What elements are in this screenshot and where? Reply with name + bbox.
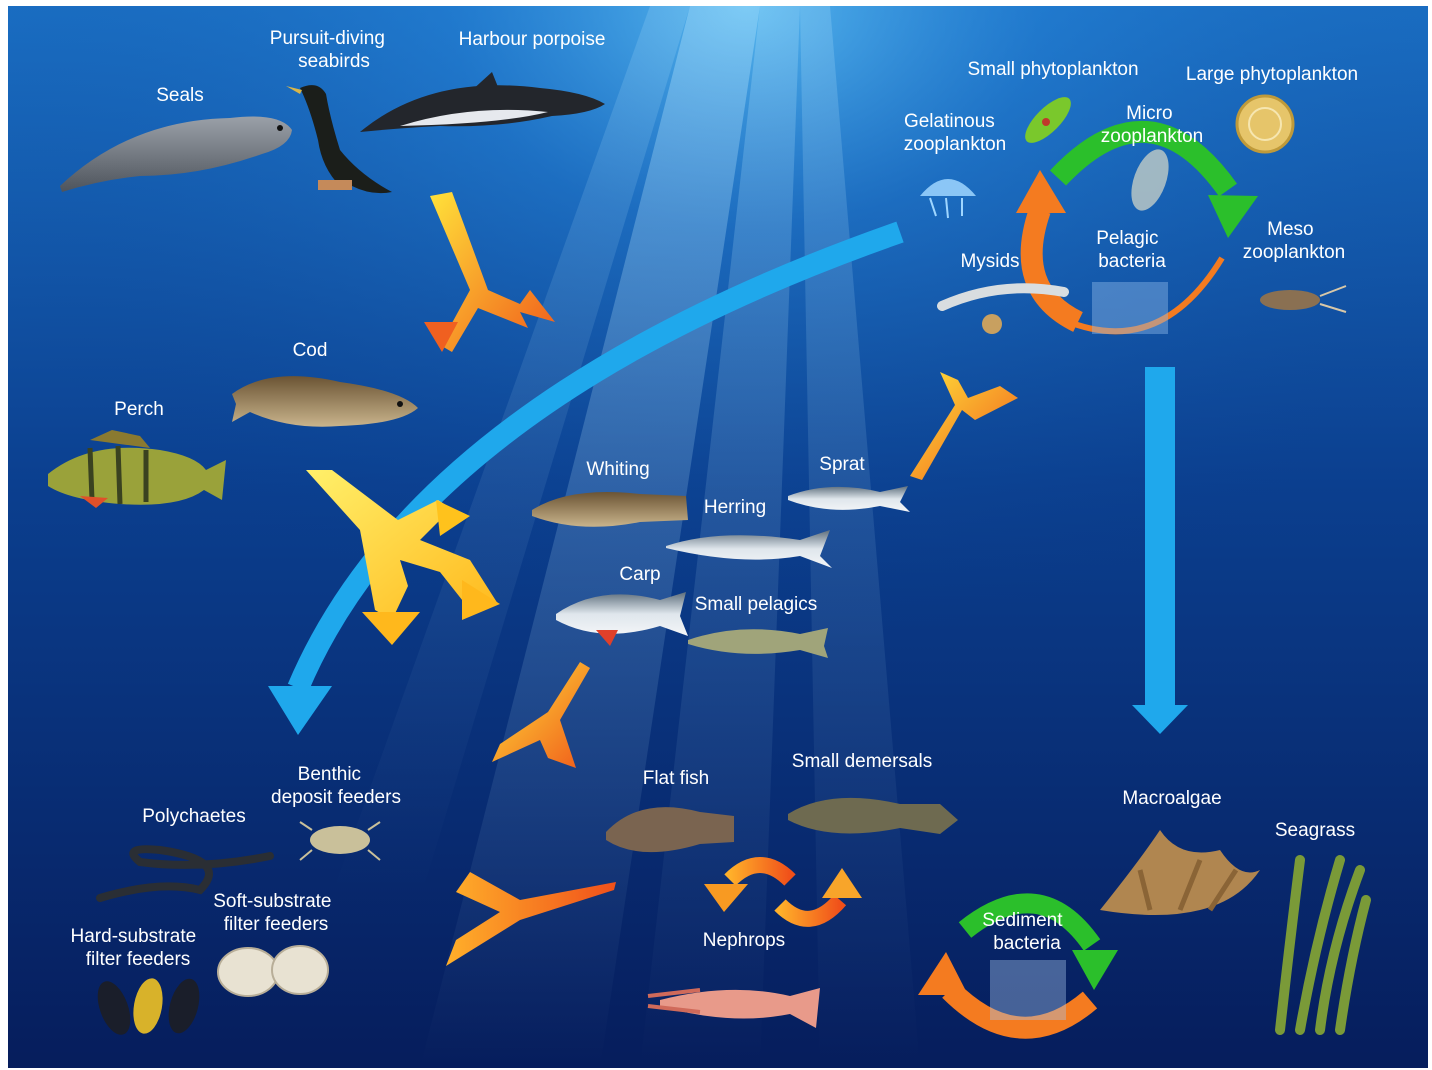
label-herring: Herring bbox=[704, 497, 766, 518]
label-seals: Seals bbox=[156, 85, 204, 106]
sediment-bacteria-illustration bbox=[990, 960, 1066, 1020]
pelagic-bacteria-illustration bbox=[1092, 282, 1168, 334]
label-macroalgae: Macroalgae bbox=[1122, 788, 1221, 809]
label-large-phytoplankton: Large phytoplankton bbox=[1186, 64, 1358, 85]
label-sprat: Sprat bbox=[819, 454, 865, 475]
label-cod: Cod bbox=[293, 340, 328, 361]
label-nephrops: Nephrops bbox=[703, 930, 785, 951]
label-perch: Perch bbox=[114, 399, 164, 420]
label-small-phytoplankton: Small phytoplankton bbox=[967, 59, 1138, 80]
label-small-demersals: Small demersals bbox=[792, 751, 932, 772]
label-whiting: Whiting bbox=[586, 459, 649, 480]
label-flat-fish: Flat fish bbox=[643, 768, 710, 789]
label-small-pelagics: Small pelagics bbox=[695, 594, 818, 615]
large-phytoplankton-illustration bbox=[1237, 96, 1293, 152]
label-polychaetes: Polychaetes bbox=[142, 806, 246, 827]
label-carp: Carp bbox=[619, 564, 660, 585]
label-seagrass: Seagrass bbox=[1275, 820, 1355, 841]
label-harbour-porpoise: Harbour porpoise bbox=[459, 29, 606, 50]
label-mysids: Mysids bbox=[960, 251, 1019, 272]
